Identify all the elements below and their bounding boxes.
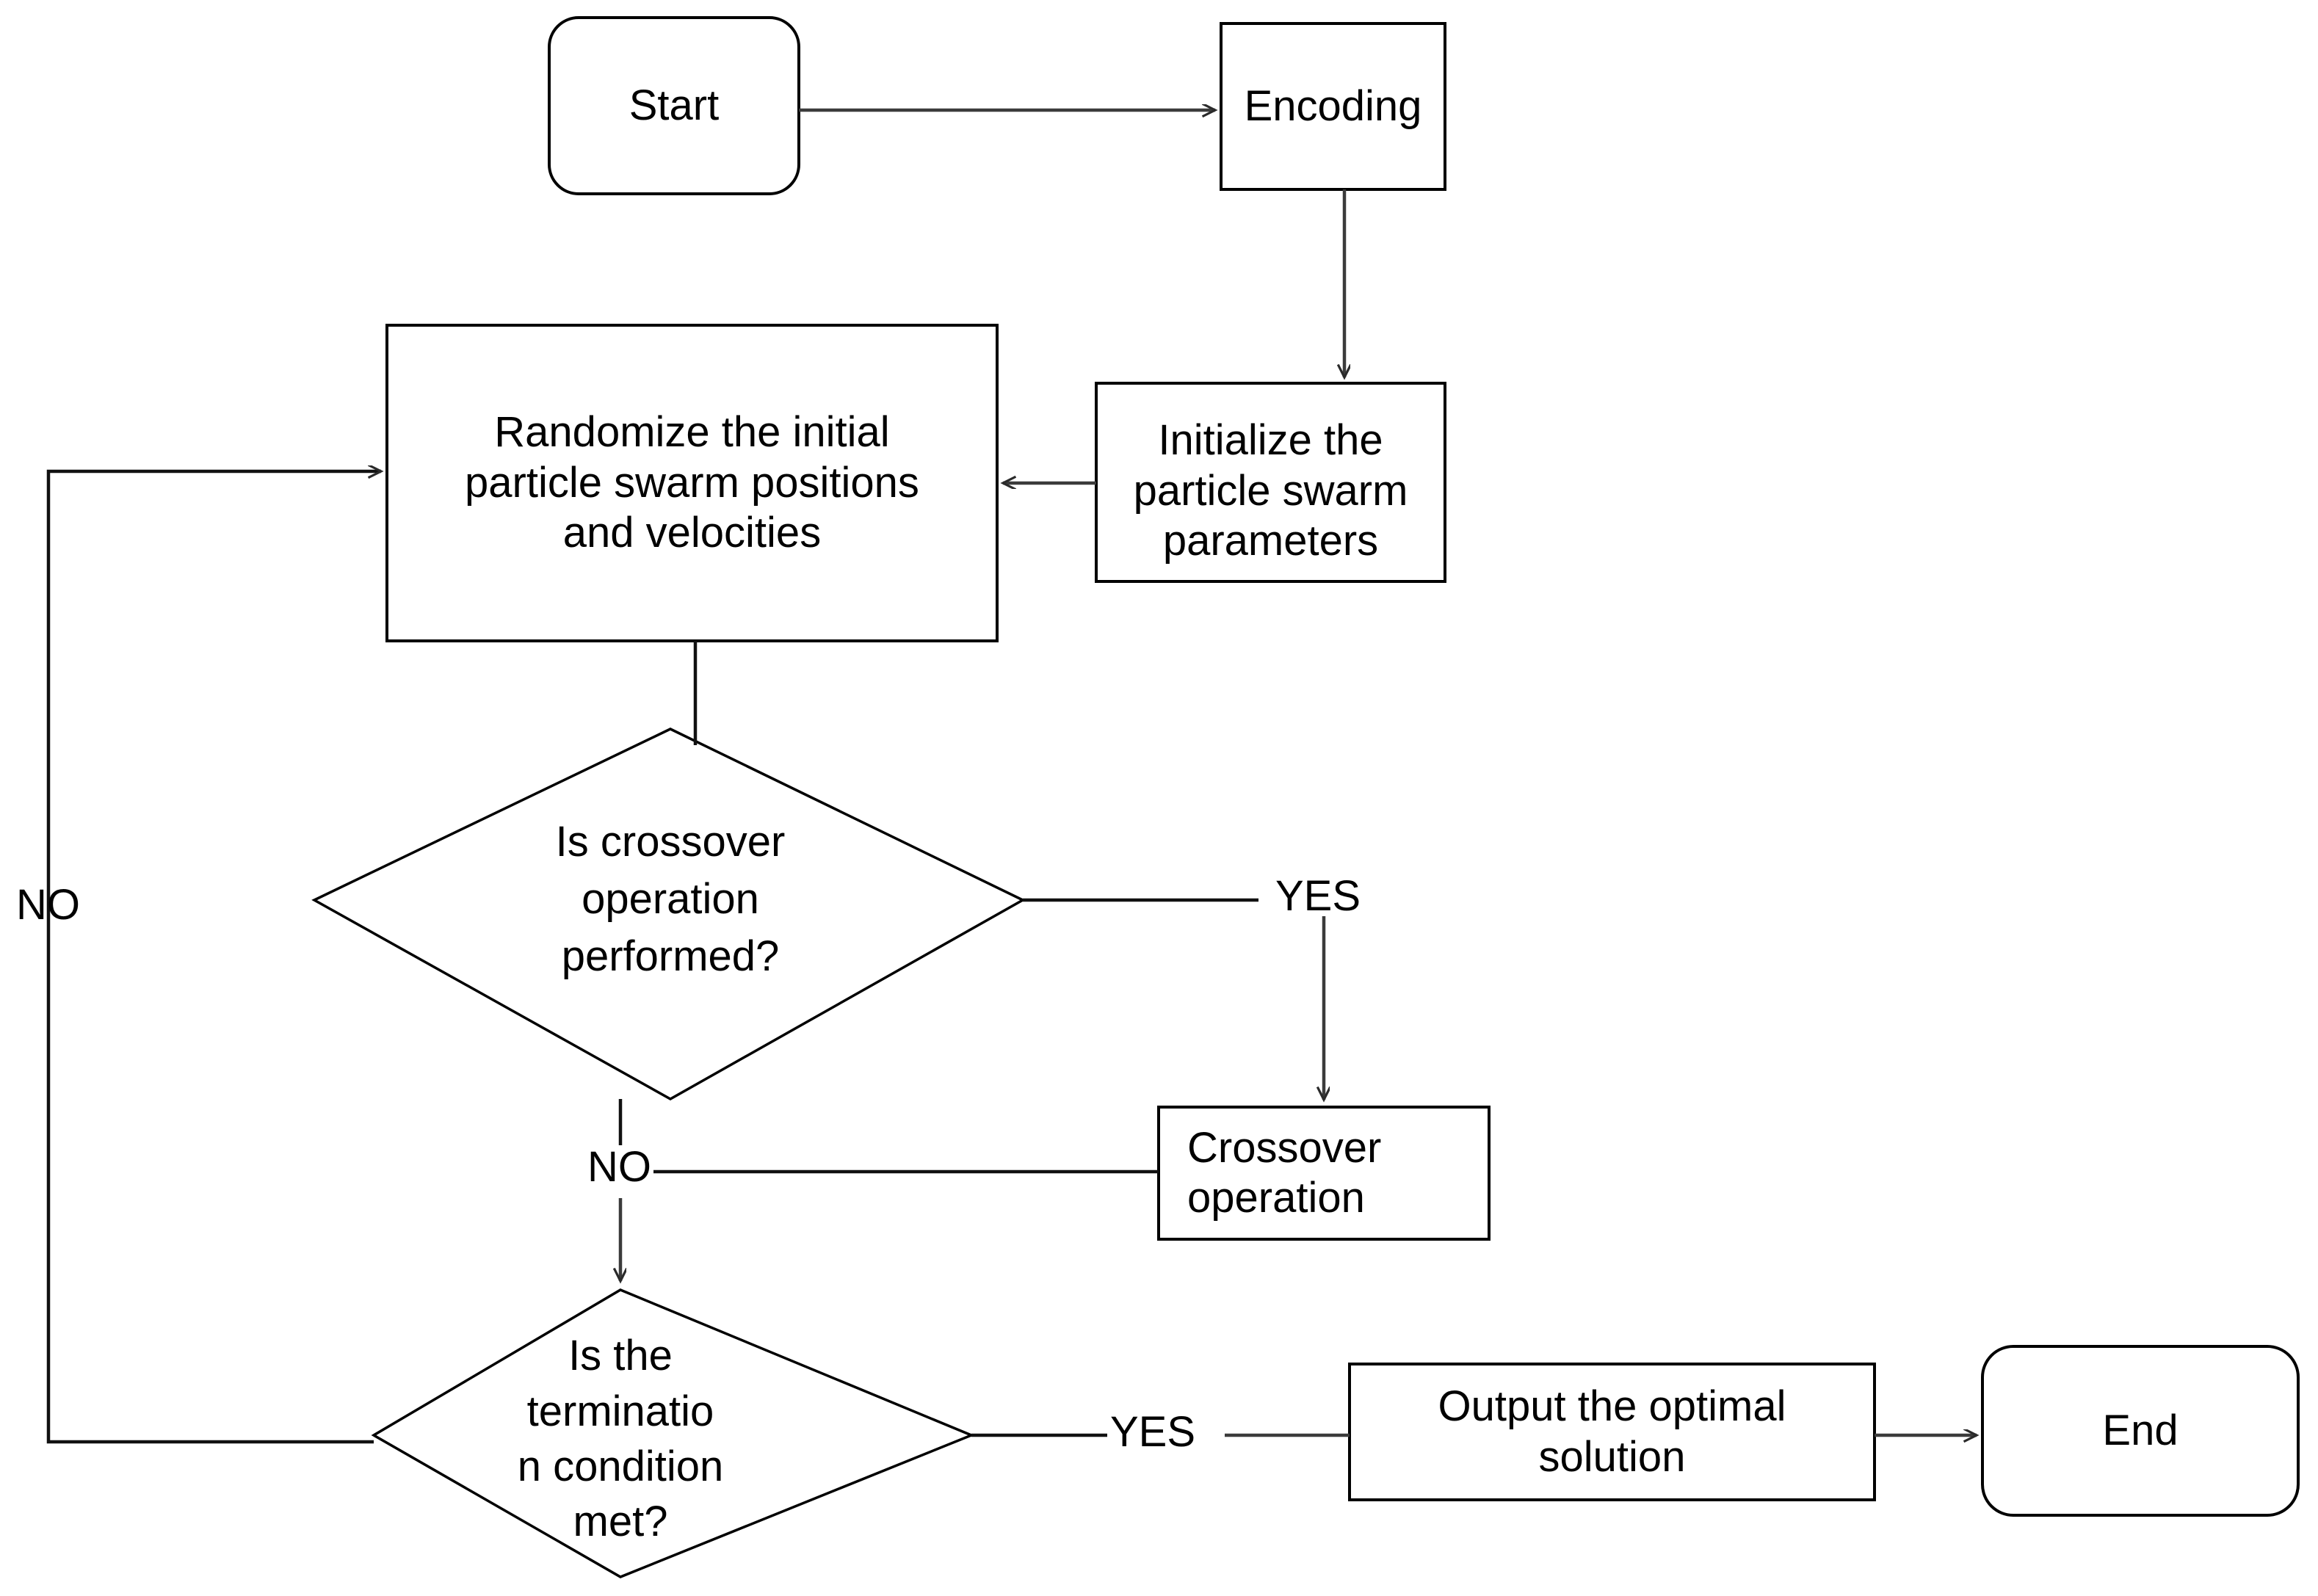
node-crossover-decision-shape[interactable] [311,728,1026,1101]
node-end-shape[interactable] [1981,1345,2300,1517]
node-initialize-shape[interactable] [1095,382,1446,583]
node-start-shape[interactable] [548,16,800,195]
edge-label-termination-yes: YES [1110,1408,1196,1456]
node-randomize-shape[interactable] [385,324,999,642]
edge-label-crossover-no: NO [587,1143,651,1191]
edge-label-termination-no: NO [16,881,80,929]
edge-label-crossover-yes: YES [1275,872,1361,920]
edge-termination-no-feedback [46,471,381,1444]
node-encoding-shape[interactable] [1220,22,1446,191]
node-termination-decision-shape[interactable] [371,1288,975,1578]
node-crossover-operation-shape[interactable] [1157,1106,1491,1241]
node-output-shape[interactable] [1348,1363,1876,1501]
